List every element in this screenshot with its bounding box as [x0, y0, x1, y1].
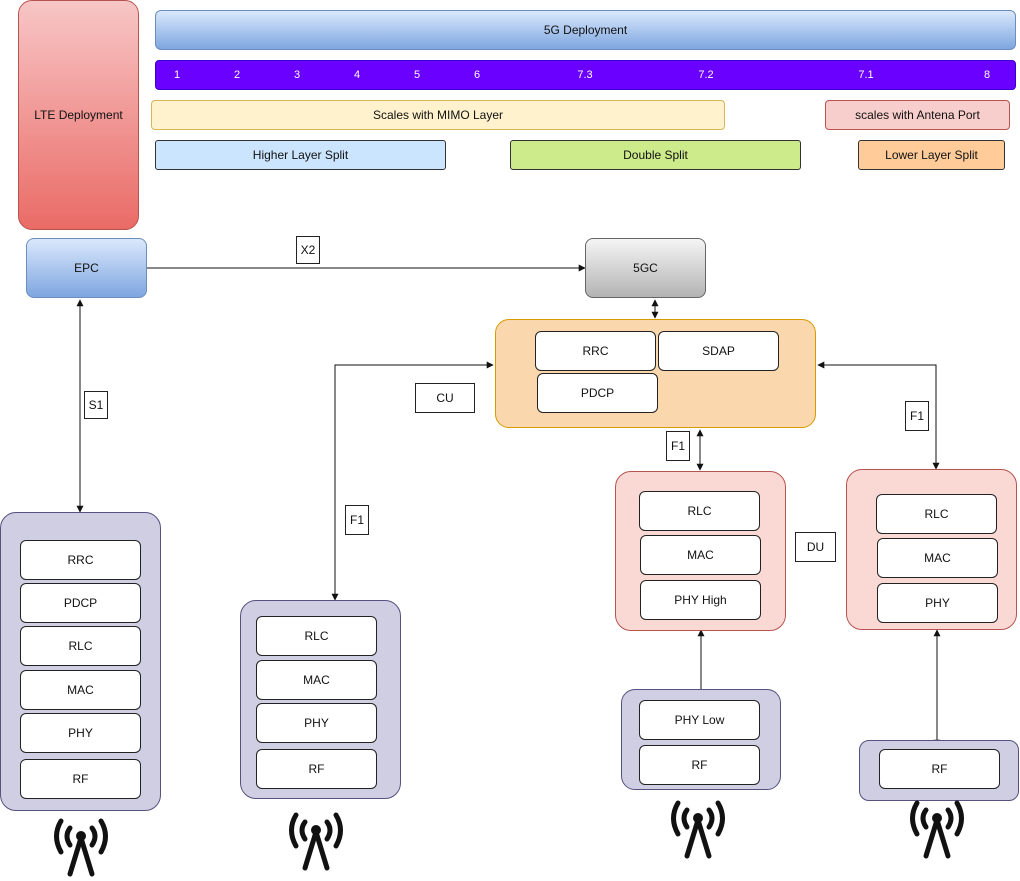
antenna-tower-icon: [54, 818, 108, 877]
higher-phy-layer: PHY: [256, 703, 377, 743]
lte-deployment-label: LTE Deployment: [34, 108, 123, 122]
cu-tag: CU: [415, 383, 475, 413]
f1-left-label: F1: [349, 513, 364, 527]
cu-pdcp-label: PDCP: [580, 386, 615, 400]
scales-mimo-label: Scales with MIMO Layer: [372, 108, 504, 122]
higher-layer-split-label: Higher Layer Split: [252, 148, 349, 162]
lte-deployment-banner: LTE Deployment: [18, 0, 139, 230]
ru-double-phy-low-label: PHY Low: [674, 713, 725, 727]
cu-sdap-layer: SDAP: [658, 331, 779, 371]
du-double-mac-layer: MAC: [640, 535, 761, 575]
cu-sdap-label: SDAP: [702, 344, 735, 358]
higher-rf-layer: RF: [256, 749, 377, 789]
ru-double-rf-label: RF: [691, 758, 708, 772]
split-option-2: 2: [233, 69, 241, 81]
scales-antenna-banner: scales with Antena Port: [825, 100, 1010, 130]
ru-double-phy-low-layer: PHY Low: [639, 700, 760, 740]
5gc-label: 5GC: [633, 261, 658, 275]
double-split-label: Double Split: [623, 148, 688, 162]
antenna-tower-icon: [671, 800, 725, 859]
cu-rrc-layer: RRC: [535, 331, 656, 371]
du-label: DU: [806, 540, 825, 554]
epc-label: EPC: [74, 261, 99, 275]
split-option-5: 5: [413, 69, 421, 81]
lte-rlc-label: RLC: [68, 639, 93, 653]
du-lower-mac-label: MAC: [924, 551, 951, 565]
f1-right-link: [817, 361, 940, 470]
5g-deployment-banner: 5G Deployment: [155, 10, 1016, 50]
s1-tag: S1: [84, 391, 108, 419]
du-lower-rlc-label: RLC: [924, 507, 949, 521]
f1-mid-tag: F1: [666, 431, 690, 461]
f1-left-link: [331, 361, 494, 601]
double-split-banner: Double Split: [510, 140, 801, 170]
lower-layer-split-banner: Lower Layer Split: [858, 140, 1005, 170]
x2-tag: X2: [296, 236, 320, 264]
du-tag: DU: [795, 532, 836, 562]
f1-mid-label: F1: [670, 439, 685, 453]
s1-label: S1: [88, 398, 104, 412]
higher-rf-label: RF: [308, 762, 325, 776]
split-option-7-1: 7.1: [858, 69, 874, 81]
higher-phy-label: PHY: [304, 716, 329, 730]
split-option-7-3: 7.3: [577, 69, 593, 81]
higher-mac-layer: MAC: [256, 660, 377, 700]
du-double-phy-high-layer: PHY High: [640, 580, 761, 620]
f1-left-tag: F1: [345, 505, 369, 535]
lte-rf-label: RF: [72, 772, 89, 786]
lte-mac-layer: MAC: [20, 670, 141, 710]
split-option-7-2: 7.2: [698, 69, 714, 81]
lower-layer-split-label: Lower Layer Split: [885, 148, 978, 162]
split-option-8: 8: [983, 69, 991, 81]
cu-label: CU: [436, 391, 454, 405]
split-option-4: 4: [353, 69, 361, 81]
scales-mimo-banner: Scales with MIMO Layer: [151, 100, 725, 130]
lte-rrc-label: RRC: [67, 553, 94, 567]
lte-phy-label: PHY: [68, 726, 93, 740]
du-double-phy-high-label: PHY High: [674, 593, 727, 607]
du-lower-phy-layer: PHY: [877, 583, 998, 623]
split-options-bar: [155, 60, 1016, 90]
lte-rrc-layer: RRC: [20, 540, 141, 580]
split-option-6: 6: [473, 69, 481, 81]
lte-phy-layer: PHY: [20, 713, 141, 753]
ru-lower-rf-label: RF: [931, 762, 948, 776]
scales-antenna-label: scales with Antena Port: [855, 108, 980, 122]
higher-layer-split-banner: Higher Layer Split: [155, 140, 446, 170]
x2-label: X2: [300, 243, 316, 257]
f1-right-tag: F1: [905, 401, 929, 431]
du-double-rlc-layer: RLC: [639, 491, 760, 531]
antenna-tower-icon: [289, 812, 343, 871]
du-lower-phy-label: PHY: [925, 596, 950, 610]
epc-node: EPC: [26, 238, 147, 298]
higher-rlc-label: RLC: [304, 629, 329, 643]
higher-rlc-layer: RLC: [256, 616, 377, 656]
du-lower-rlc-layer: RLC: [876, 494, 997, 534]
ru-double-rf-layer: RF: [639, 745, 760, 785]
5gc-node: 5GC: [585, 238, 706, 298]
du-lower-mac-layer: MAC: [877, 538, 998, 578]
lte-pdcp-layer: PDCP: [20, 583, 141, 623]
du-double-rlc-label: RLC: [687, 504, 712, 518]
ru-lower-rf-layer: RF: [879, 749, 1000, 789]
antenna-tower-icon: [910, 800, 964, 859]
split-option-3: 3: [293, 69, 301, 81]
lte-rlc-layer: RLC: [20, 626, 141, 666]
lte-mac-label: MAC: [67, 683, 94, 697]
cu-rrc-label: RRC: [582, 344, 609, 358]
lte-rf-layer: RF: [20, 759, 141, 799]
f1-right-label: F1: [909, 409, 924, 423]
du-double-mac-label: MAC: [687, 548, 714, 562]
5g-deployment-label: 5G Deployment: [543, 23, 628, 37]
higher-mac-label: MAC: [303, 673, 330, 687]
cu-pdcp-layer: PDCP: [537, 373, 658, 413]
lte-pdcp-label: PDCP: [63, 596, 98, 610]
split-option-1: 1: [173, 69, 181, 81]
